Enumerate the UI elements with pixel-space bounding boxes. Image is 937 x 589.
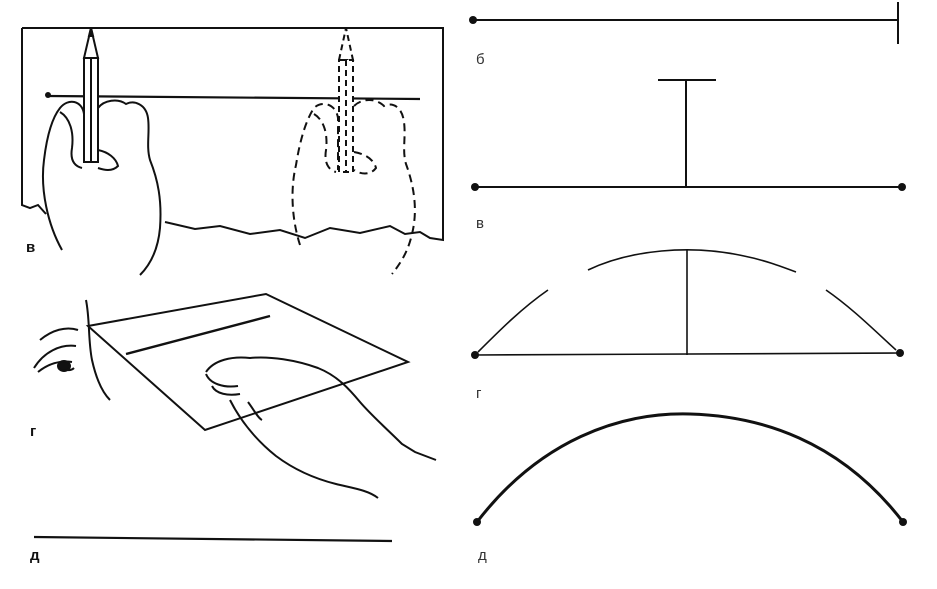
label-panel-g-right: г <box>476 385 482 402</box>
card-guide-line <box>125 314 271 356</box>
straight-line-result <box>33 535 393 543</box>
paper-sheet <box>21 27 444 242</box>
pencil-right-dashed <box>337 27 355 173</box>
panel-eye-sighting <box>33 292 437 499</box>
panel-segment-endpoint <box>469 2 899 44</box>
hand-right-dashed <box>291 99 416 275</box>
hand-holding-card <box>205 356 437 499</box>
panel-pencil-drawing <box>21 27 444 276</box>
hand-left-solid <box>41 99 162 276</box>
panel-arc-construction <box>471 249 904 359</box>
label-panel-v-right: в <box>476 215 484 232</box>
drawn-guide-line <box>47 94 421 101</box>
sighting-card <box>85 292 411 432</box>
label-panel-v-left: в <box>26 239 35 256</box>
label-panel-b-right: б <box>476 51 485 68</box>
line-start-dot <box>45 92 51 98</box>
label-panel-d-left: д <box>30 547 40 564</box>
label-panel-g-left: г <box>30 423 36 440</box>
eye-icon <box>33 299 111 401</box>
label-panel-d-right: д <box>478 547 487 564</box>
panel-finished-arc <box>473 412 907 526</box>
pencil-left <box>82 27 100 163</box>
panel-segment-perpendicular <box>471 79 906 191</box>
